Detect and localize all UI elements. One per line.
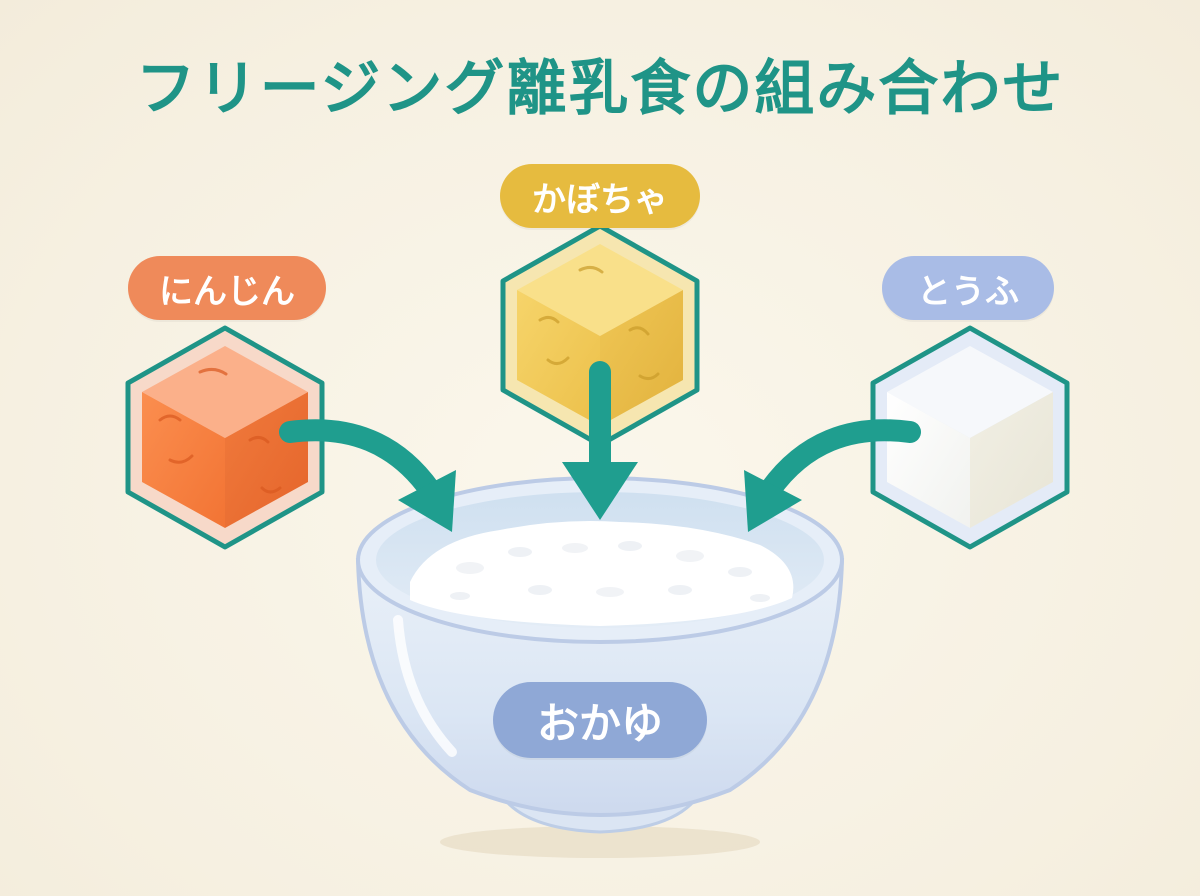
ingredient-label-carrot: にんじん xyxy=(128,256,326,320)
tofu-arrow xyxy=(759,419,921,501)
ingredient-label-pumpkin: かぼちゃ xyxy=(500,164,700,228)
arrows xyxy=(279,361,921,501)
page-title: フリージング離乳食の組み合わせ xyxy=(135,54,1065,124)
tofu-cube xyxy=(870,325,1070,550)
bowl-shadow xyxy=(440,826,760,858)
bowl-label-okayu: おかゆ xyxy=(493,682,707,758)
rice xyxy=(410,521,794,626)
arrowheads xyxy=(398,462,802,532)
pumpkin-cube xyxy=(500,223,700,448)
tofu-arrowhead xyxy=(744,470,802,532)
ingredient-label-tofu: とうふ xyxy=(882,256,1054,320)
carrot-arrowhead xyxy=(398,470,456,532)
carrot-arrow xyxy=(279,419,441,501)
pumpkin-arrowhead xyxy=(562,462,638,520)
carrot-cube xyxy=(125,325,325,550)
okayu-bowl xyxy=(355,476,845,834)
